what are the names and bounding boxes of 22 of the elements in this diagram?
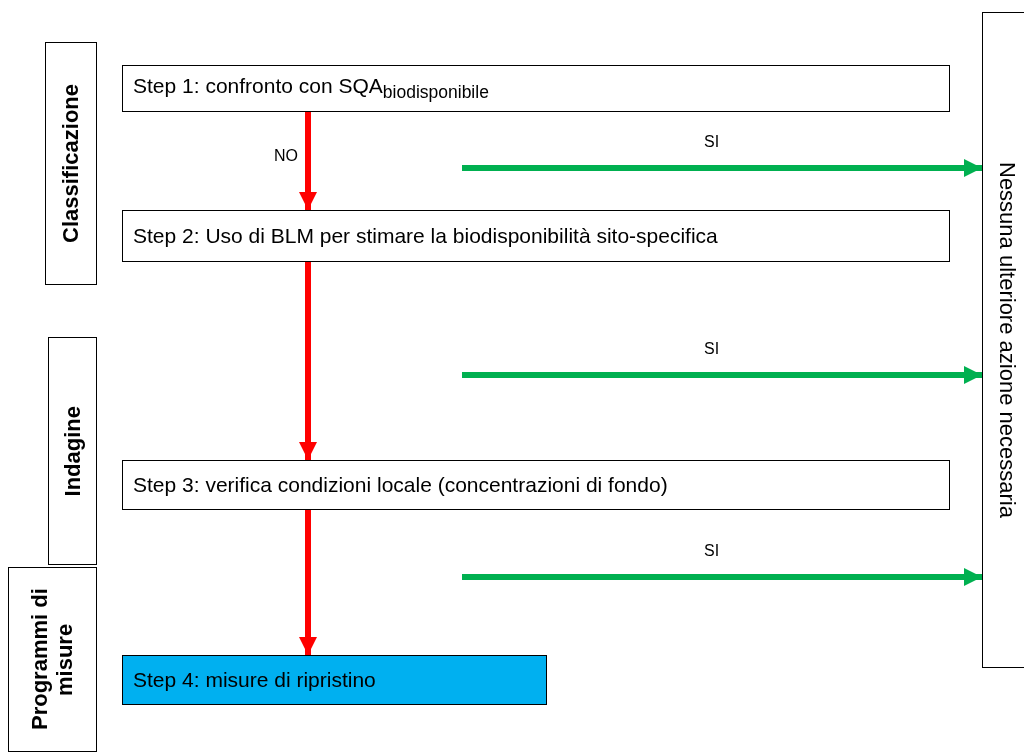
phase-label: Classificazione (58, 84, 84, 243)
phase-band (8, 567, 97, 752)
step-box (122, 65, 950, 112)
arrow (299, 112, 317, 210)
arrow (299, 510, 317, 655)
phase-band (45, 42, 97, 285)
arrow (299, 262, 317, 460)
phase-label: Indagine (59, 405, 86, 497)
arrow (462, 366, 982, 384)
step-box (122, 655, 547, 705)
outcome-text: Nessuna ulteriore azione necessaria (994, 162, 1020, 518)
step-text: Step 4: misure di ripristino (132, 668, 376, 692)
phase-band (48, 337, 97, 565)
phase-label: Programmi di misure (27, 587, 78, 733)
step-text: Step 1: confronto con SQA$_{biodisponibile}$ (132, 73, 489, 104)
step-text: Step 2: Uso di BLM per stimare la biodisponibilità sito-specifica (132, 224, 718, 248)
arrow (462, 159, 982, 177)
step-box (122, 460, 950, 510)
step-box (122, 210, 950, 262)
outcome-box (982, 12, 1024, 668)
step-text: Step 3: verifica condizioni locale (concentrazioni di fondo) (132, 473, 668, 497)
arrow (462, 568, 982, 586)
